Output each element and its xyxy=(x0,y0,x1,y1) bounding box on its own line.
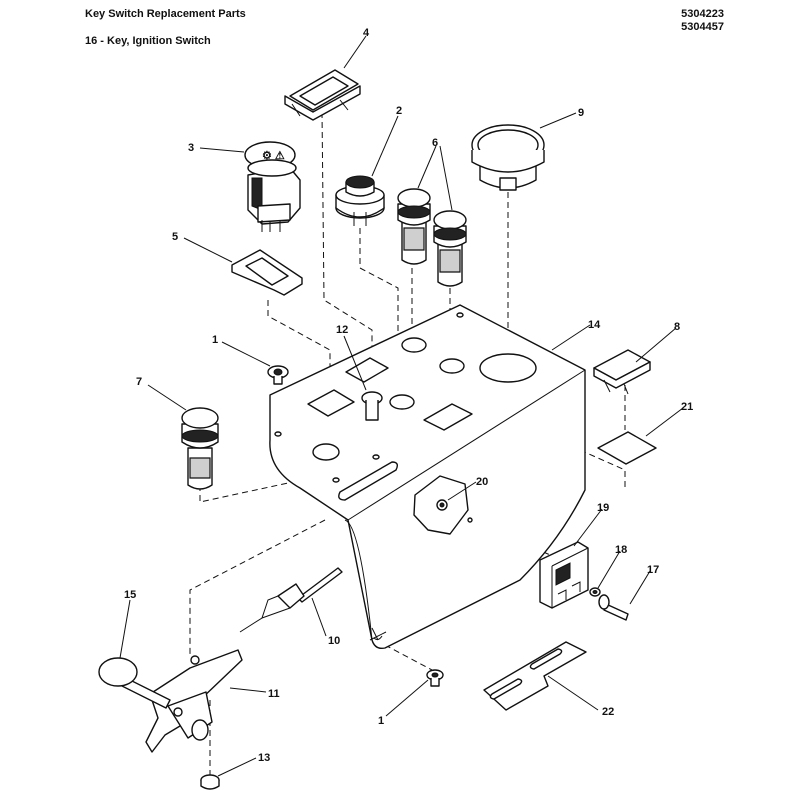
part-number-1: 5304223 xyxy=(681,8,724,20)
screw-part-17[interactable] xyxy=(598,594,629,621)
callout-13: 13 xyxy=(258,752,270,764)
throttle-cable-part-10[interactable] xyxy=(239,567,343,633)
nut-part-13[interactable] xyxy=(200,774,220,790)
callout-21: 21 xyxy=(681,401,693,413)
callout-18: 18 xyxy=(615,544,627,556)
rocker-switch-part-4[interactable] xyxy=(284,69,361,121)
callout-5: 5 xyxy=(172,231,178,243)
knob-part-15[interactable] xyxy=(98,657,171,709)
callout-15: 15 xyxy=(124,589,136,601)
washer-part-18[interactable] xyxy=(589,587,601,597)
leader-lines xyxy=(119,35,684,777)
callout-6: 6 xyxy=(432,137,438,149)
callout-8: 8 xyxy=(674,321,680,333)
gasket-part-21[interactable] xyxy=(597,431,657,465)
push-button-part-6-b[interactable] xyxy=(433,210,467,287)
callout-2: 2 xyxy=(396,105,402,117)
callout-12: 12 xyxy=(336,324,348,336)
cover-plate-part-8[interactable] xyxy=(593,349,651,395)
ignition-switch-part-2[interactable] xyxy=(335,175,385,226)
push-button-part-6-a[interactable] xyxy=(397,188,431,265)
callout-3: 3 xyxy=(188,142,194,154)
relay-module-part-19[interactable] xyxy=(539,541,589,609)
hour-meter-part-9[interactable] xyxy=(471,124,545,191)
screw-part-1-lower[interactable] xyxy=(426,669,444,687)
pto-switch-part-3[interactable]: ⚙ ⚠ xyxy=(244,141,301,232)
decal-part-20[interactable] xyxy=(413,475,473,535)
callout-20: 20 xyxy=(476,476,488,488)
callout-17: 17 xyxy=(647,564,659,576)
callout-9: 9 xyxy=(578,107,584,119)
callout-1-upper: 1 xyxy=(212,334,218,346)
callout-11: 11 xyxy=(268,688,280,700)
push-button-part-7[interactable] xyxy=(181,407,219,490)
control-panel-part-14[interactable] xyxy=(269,304,586,650)
bracket-part-22[interactable] xyxy=(483,641,587,711)
screw-part-1-upper[interactable] xyxy=(267,365,289,385)
callout-14: 14 xyxy=(588,319,601,331)
callout-19: 19 xyxy=(597,502,609,514)
gasket-part-5[interactable] xyxy=(231,249,303,296)
throttle-lever-part-11[interactable] xyxy=(145,649,243,753)
callout-4: 4 xyxy=(363,27,370,39)
callout-10: 10 xyxy=(328,635,340,647)
callout-7: 7 xyxy=(136,376,142,388)
callout-1-lower: 1 xyxy=(378,715,384,727)
carriage-bolt-part-12[interactable] xyxy=(361,391,383,421)
page-subtitle: 16 - Key, Ignition Switch xyxy=(85,35,211,47)
callout-22: 22 xyxy=(602,706,614,718)
part-number-2: 5304457 xyxy=(681,21,724,33)
switch-symbols: ⚙ ⚠ xyxy=(262,150,285,162)
callout-labels: 4 2 3 6 9 5 1 12 14 8 7 21 20 19 18 17 1… xyxy=(124,27,693,764)
page-title: Key Switch Replacement Parts xyxy=(85,8,246,20)
